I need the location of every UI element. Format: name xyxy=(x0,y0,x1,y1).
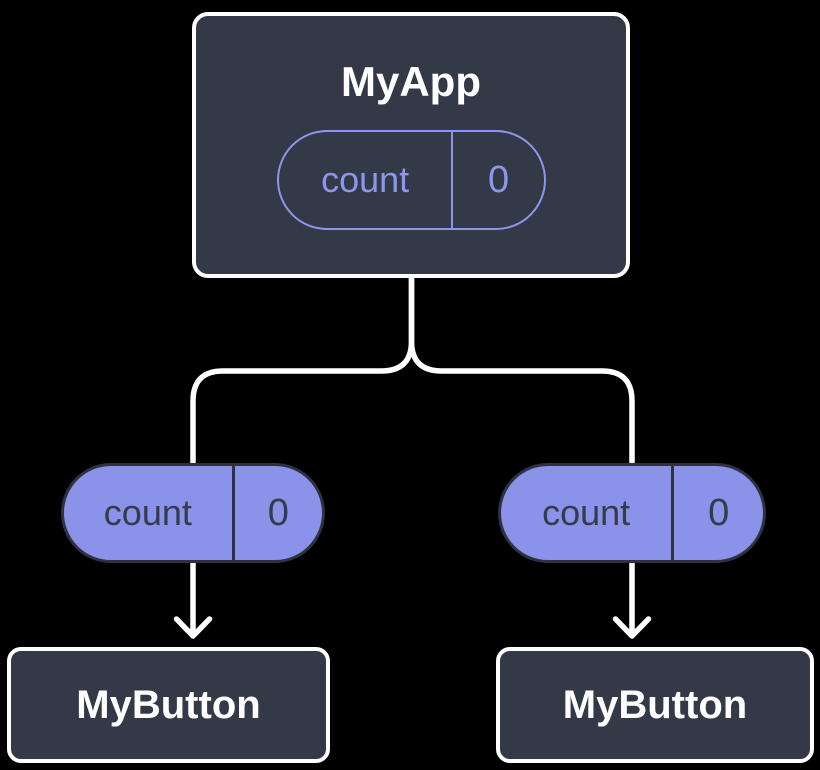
arrowhead-down-left-icon xyxy=(173,616,213,639)
state-name-label: count xyxy=(321,159,410,200)
prop-value-label: 0 xyxy=(231,466,322,560)
mybutton-title: MyButton xyxy=(76,682,261,727)
prop-pill-left: count 0 xyxy=(61,463,325,563)
connector-branch-right xyxy=(408,273,635,636)
prop-pill-right: count 0 xyxy=(498,463,766,563)
mybutton-component-box-right: MyButton xyxy=(496,647,814,763)
mybutton-component-box-left: MyButton xyxy=(7,647,330,763)
state-value-label: 0 xyxy=(451,132,544,228)
mybutton-title: MyButton xyxy=(562,682,748,727)
prop-value-label: 0 xyxy=(671,466,763,560)
prop-name-label: count xyxy=(103,492,192,533)
arrowhead-down-right-icon xyxy=(612,616,652,639)
connector-branch-left xyxy=(190,273,415,636)
prop-name-label: count xyxy=(542,492,631,533)
myapp-component-box: MyApp count 0 xyxy=(192,12,630,278)
myapp-title: MyApp xyxy=(341,58,481,105)
state-pill-myapp: count 0 xyxy=(277,130,546,230)
